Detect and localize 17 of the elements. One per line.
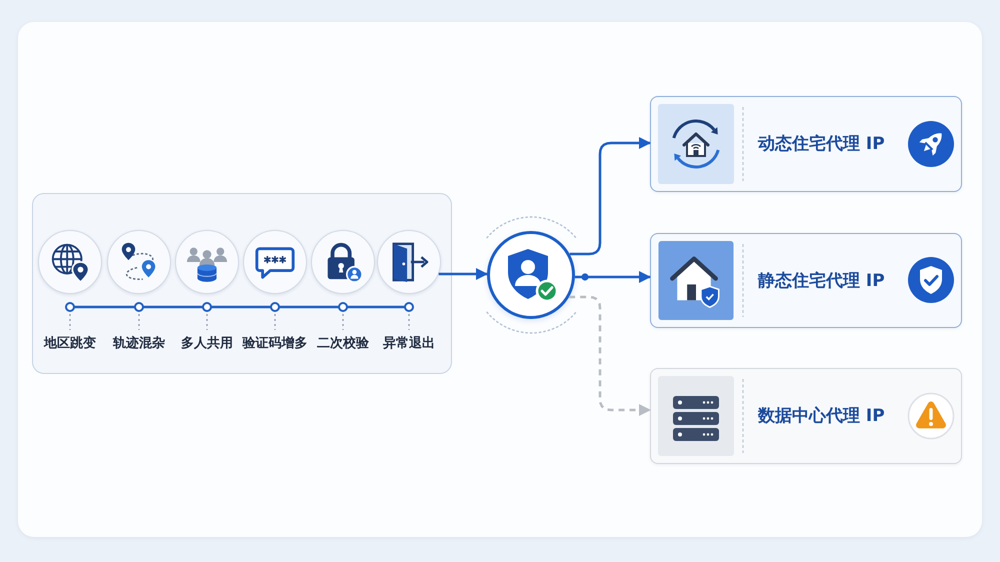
step-label: 异常退出: [383, 335, 435, 353]
card-title: 数据中心代理 IP: [758, 405, 885, 427]
card-title: 动态住宅代理 IP: [758, 133, 885, 155]
step-label: 轨迹混杂: [113, 335, 165, 353]
arrow: [574, 271, 651, 283]
risk-panel: [32, 193, 452, 374]
card-title: 静态住宅代理 IP: [758, 270, 885, 292]
arrow: [570, 137, 651, 256]
arrow: [438, 268, 488, 280]
proxy-card: [650, 96, 962, 192]
step-label: 验证码增多: [242, 335, 308, 353]
proxy-card: [650, 233, 962, 328]
step-label: 多人共用: [181, 335, 233, 353]
step-label: 地区跳变: [44, 335, 96, 353]
arrow: [569, 296, 651, 416]
proxy-card: [650, 368, 962, 464]
step-label: 二次校验: [317, 335, 369, 353]
